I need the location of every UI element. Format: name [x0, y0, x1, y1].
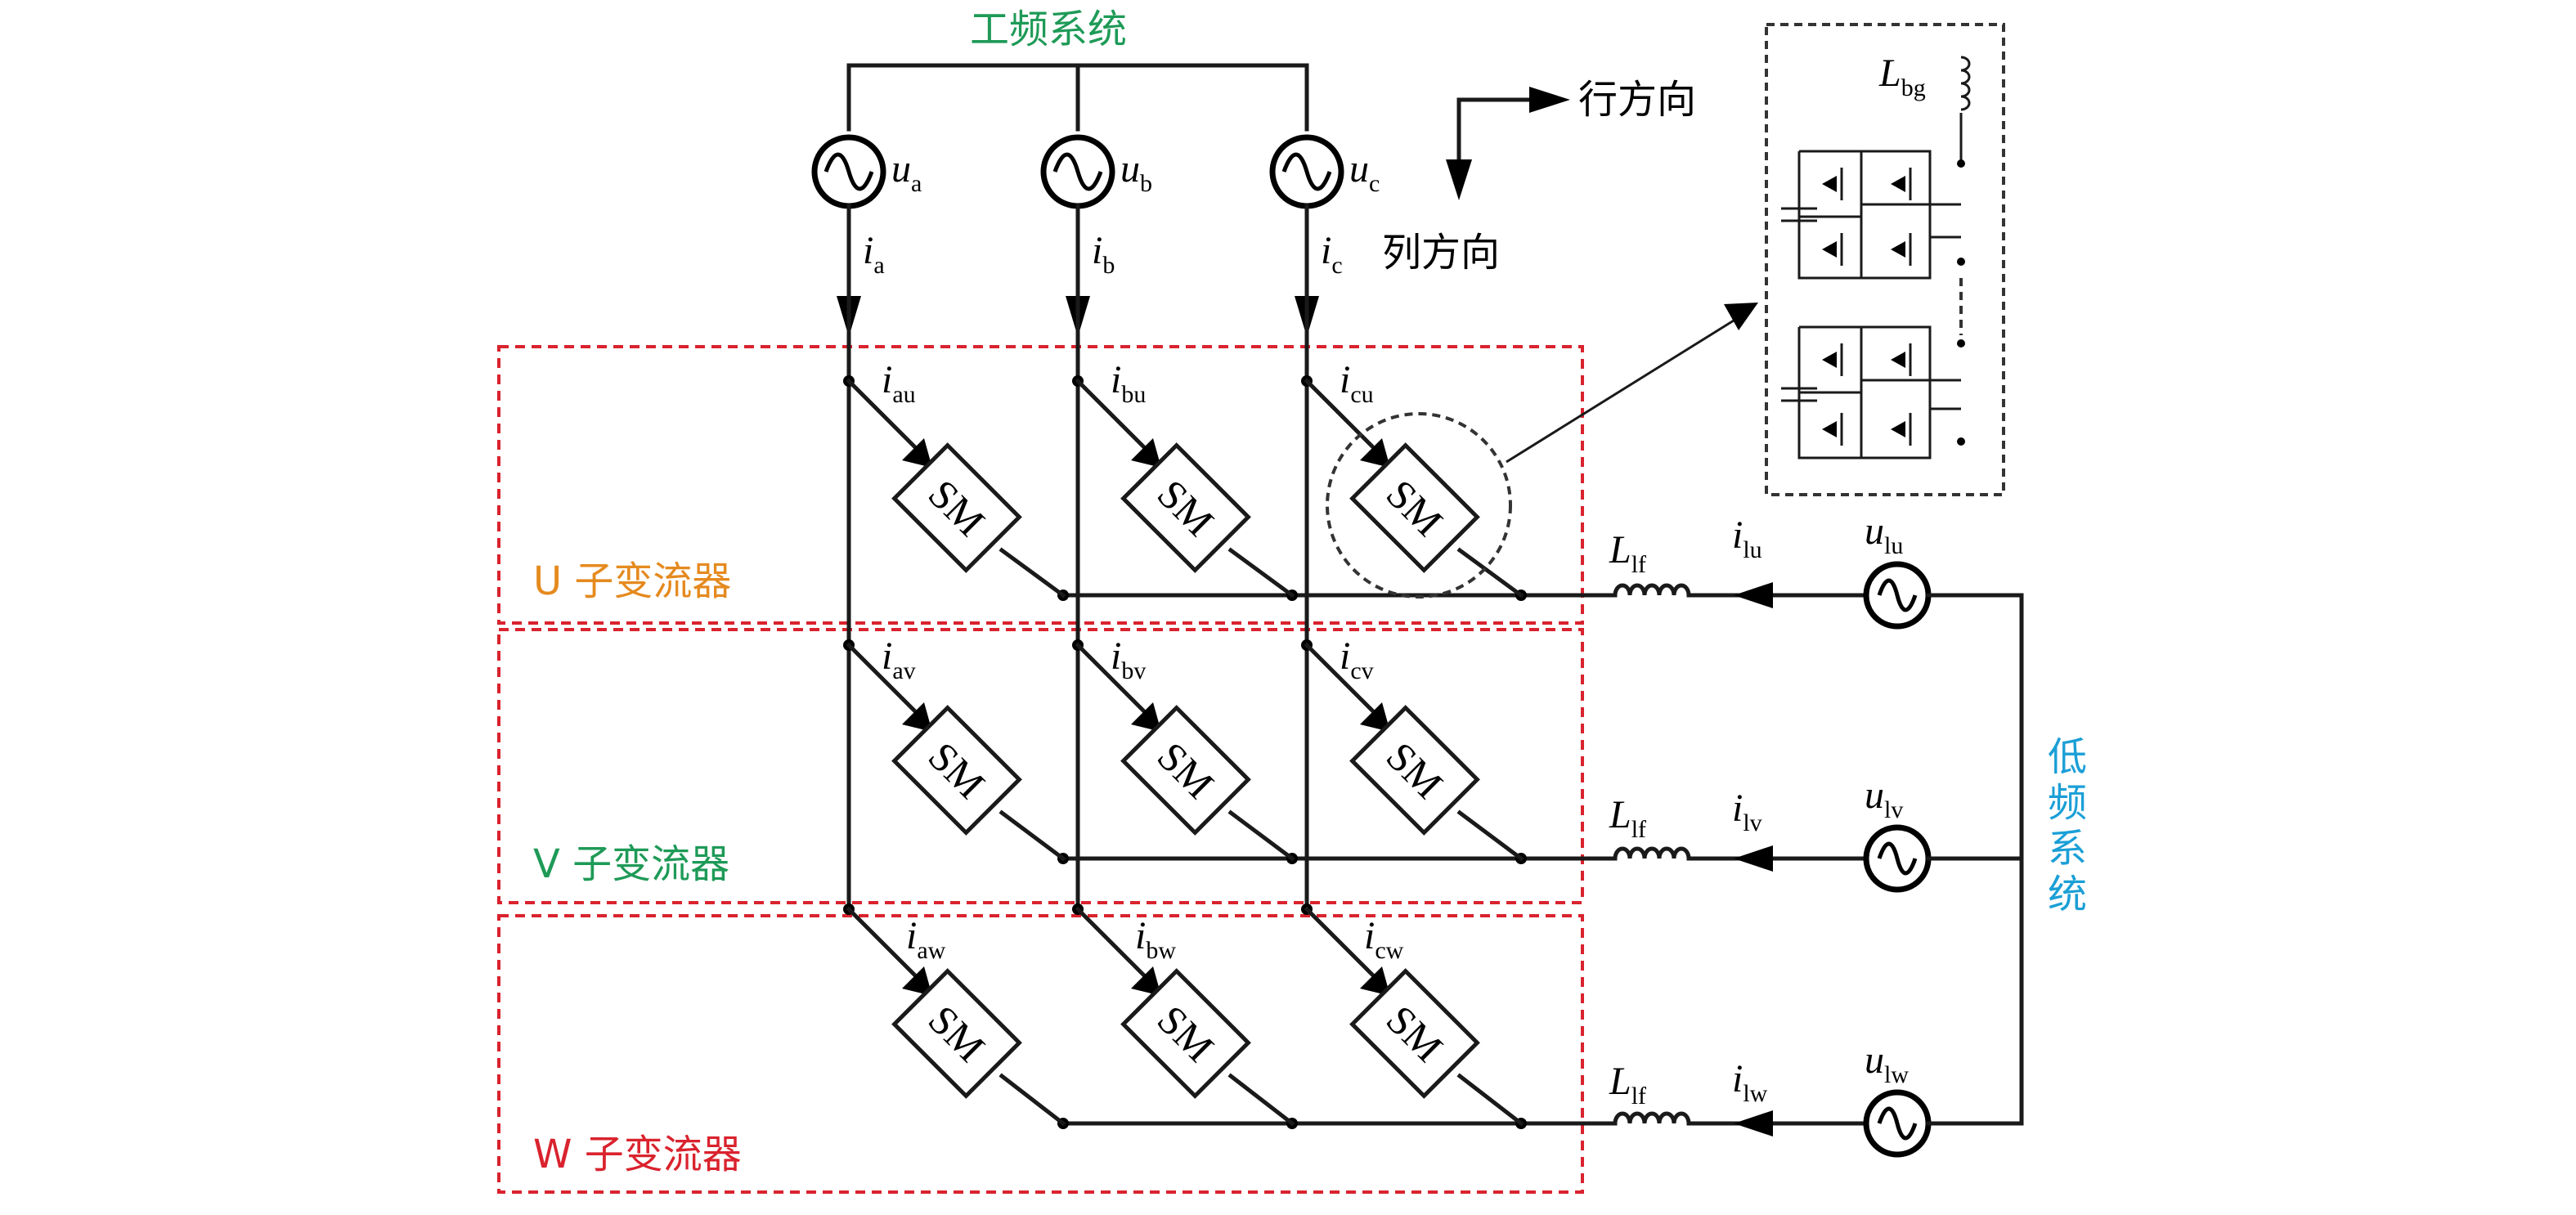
row-direction-arrow [1529, 87, 1570, 113]
grid-voltage-a: ua [891, 147, 922, 197]
grid-current-b: ib [1092, 229, 1115, 279]
arm-current-aw: iaw [906, 914, 946, 964]
arm-current-bu: ibu [1111, 358, 1146, 408]
lf-source-u: ulu [1863, 509, 1932, 630]
inset-leader-arrow [1724, 303, 1758, 330]
inset-lower-bridge [1781, 325, 1965, 460]
sm-highlight-circle [1326, 412, 1512, 599]
grid-voltage-b: ub [1120, 147, 1152, 197]
arm-current-bv: ibv [1111, 634, 1146, 684]
w-sub-converter-region [497, 914, 1584, 1194]
w-sub-converter-label: W 子变流器 [533, 1132, 742, 1177]
inset-upper-bridge [1781, 150, 1965, 280]
lf-source-v: ulv [1863, 773, 1932, 893]
v-sub-converter-label: V 子变流器 [533, 841, 729, 887]
arm-current-cv: icv [1340, 634, 1374, 684]
arm-current-cw: icw [1364, 914, 1404, 964]
sm-module-av: SM iav [846, 634, 1066, 862]
grid-current-c: ic [1321, 229, 1343, 279]
sm-module-cv: SM icv [1304, 634, 1524, 862]
row-direction-label: 行方向 [1578, 77, 1696, 123]
sm-module-cw: SM icw [1304, 906, 1524, 1127]
direction-indicator: 行方向 列方向 [1382, 77, 1696, 276]
grid-system-label: 工频系统 [970, 7, 1127, 52]
svg-text:系: 系 [2048, 826, 2087, 872]
lf-current-v: ilv [1732, 787, 1762, 836]
sm-module-cu: SM icu [1304, 358, 1524, 599]
lf-current-arrow-w [1734, 1110, 1773, 1137]
lf-voltage-u: ulu [1865, 509, 1903, 559]
column-direction-label: 列方向 [1382, 230, 1500, 276]
lf-current-arrow-v [1734, 845, 1773, 872]
u-sub-converter-region [497, 345, 1584, 625]
sm-module-bw: SM ibw [1075, 906, 1295, 1127]
sm-module-au: SM iau [846, 358, 1066, 599]
u-sub-converter-label: U 子变流器 [533, 558, 731, 604]
sm-module-bu: SM ibu [1075, 358, 1295, 599]
sm-inset-detail: Lbg [1765, 23, 2005, 496]
grid-source-a: ua [811, 134, 922, 209]
column-direction-arrow [1446, 159, 1472, 200]
sm-module-bv: SM ibv [1075, 634, 1295, 862]
grid-source-c: uc [1269, 134, 1380, 209]
svg-text:低: 低 [2048, 734, 2087, 780]
inductor-u: Llf [1609, 528, 1691, 598]
inductor-w-label: Llf [1609, 1060, 1646, 1110]
grid-source-b: ub [1040, 134, 1152, 209]
grid-voltage-c: uc [1349, 147, 1380, 197]
inductor-w: Llf [1609, 1060, 1691, 1126]
svg-text:统: 统 [2048, 872, 2087, 917]
arm-current-av: iav [882, 634, 916, 684]
lf-source-w: ulw [1863, 1038, 1932, 1158]
lf-current-w: ilw [1732, 1057, 1768, 1107]
arm-current-bw: ibw [1135, 914, 1176, 964]
grid-top-bus [846, 63, 1309, 132]
lf-voltage-w: ulw [1865, 1038, 1909, 1088]
inductor-u-label: Llf [1609, 528, 1646, 578]
low-freq-system-label: 低 频 系 统 [2048, 734, 2087, 917]
inset-leader-line [1506, 319, 1735, 464]
lf-current-arrow-u [1734, 582, 1773, 608]
inductor-v: Llf [1609, 793, 1691, 861]
v-sub-converter-region [497, 628, 1584, 904]
inductor-v-label: Llf [1609, 793, 1646, 843]
inset-inductor-label: Lbg [1878, 52, 1926, 101]
arm-current-au: iau [882, 358, 916, 408]
grid-current-a: ia [863, 229, 885, 279]
lf-current-u: ilu [1732, 513, 1762, 563]
lf-voltage-v: ulv [1865, 773, 1903, 823]
svg-text:频: 频 [2048, 780, 2087, 826]
arm-current-cu: icu [1340, 358, 1374, 408]
sm-module-aw: SM iaw [846, 906, 1066, 1127]
